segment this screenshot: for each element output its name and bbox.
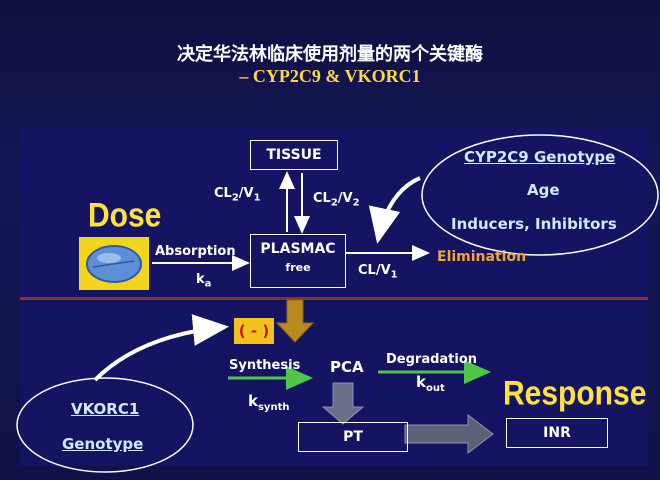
slide-title: 决定华法林临床使用剂量的两个关键酶 xyxy=(177,44,483,65)
pill-icon xyxy=(86,245,142,283)
dose-label: Dose xyxy=(88,196,162,235)
pt-box: PT xyxy=(298,422,408,452)
cl-v1-label: CL/V1 xyxy=(358,263,398,281)
plasma-box: PLASMAC free xyxy=(250,234,346,288)
pt-to-inr-arrow xyxy=(404,413,494,455)
tissue-box: TISSUE xyxy=(250,140,338,170)
age-label: Age xyxy=(527,181,560,199)
cyp2c9-genotype-label: CYP2C9 Genotype xyxy=(464,148,616,166)
synthesis-label: Synthesis xyxy=(229,358,301,373)
vkorc1-label: VKORC1 xyxy=(71,400,140,418)
slide-subtitle: – CYP2C9 & VKORC1 xyxy=(239,66,421,86)
elimination-label: Elimination xyxy=(437,249,527,265)
pill-image xyxy=(79,237,149,290)
absorption-label: Absorption xyxy=(155,244,236,259)
ka-label: ka xyxy=(196,272,212,290)
cl2-v2-label: CL2/V2 xyxy=(313,191,360,209)
kout-label: kout xyxy=(416,373,445,394)
vkorc1-genotype-label: Genotype xyxy=(62,435,144,453)
section-divider xyxy=(20,297,648,300)
pca-to-pt-arrow xyxy=(321,382,365,425)
plasma-inhibit-arrow xyxy=(275,299,315,343)
inr-box: INR xyxy=(506,418,608,448)
degradation-label: Degradation xyxy=(386,352,478,367)
inhibition-box: ( - ) xyxy=(234,318,274,344)
cl2-v1-label: CL2/V1 xyxy=(214,186,261,204)
vkorc1-curved-arrow xyxy=(93,314,229,382)
pca-label: PCA xyxy=(330,358,364,376)
ksynth-label: ksynth xyxy=(248,392,290,413)
cyp-ellipse xyxy=(421,134,659,256)
inducers-inhibitors-label: Inducers, Inhibitors xyxy=(451,215,617,233)
vkorc1-ellipse xyxy=(16,377,194,473)
response-label: Response xyxy=(503,374,647,413)
plasma-label: PLASMAC xyxy=(260,241,336,257)
cyp-curved-arrow xyxy=(368,176,421,244)
plasma-free-label: free xyxy=(285,261,311,274)
